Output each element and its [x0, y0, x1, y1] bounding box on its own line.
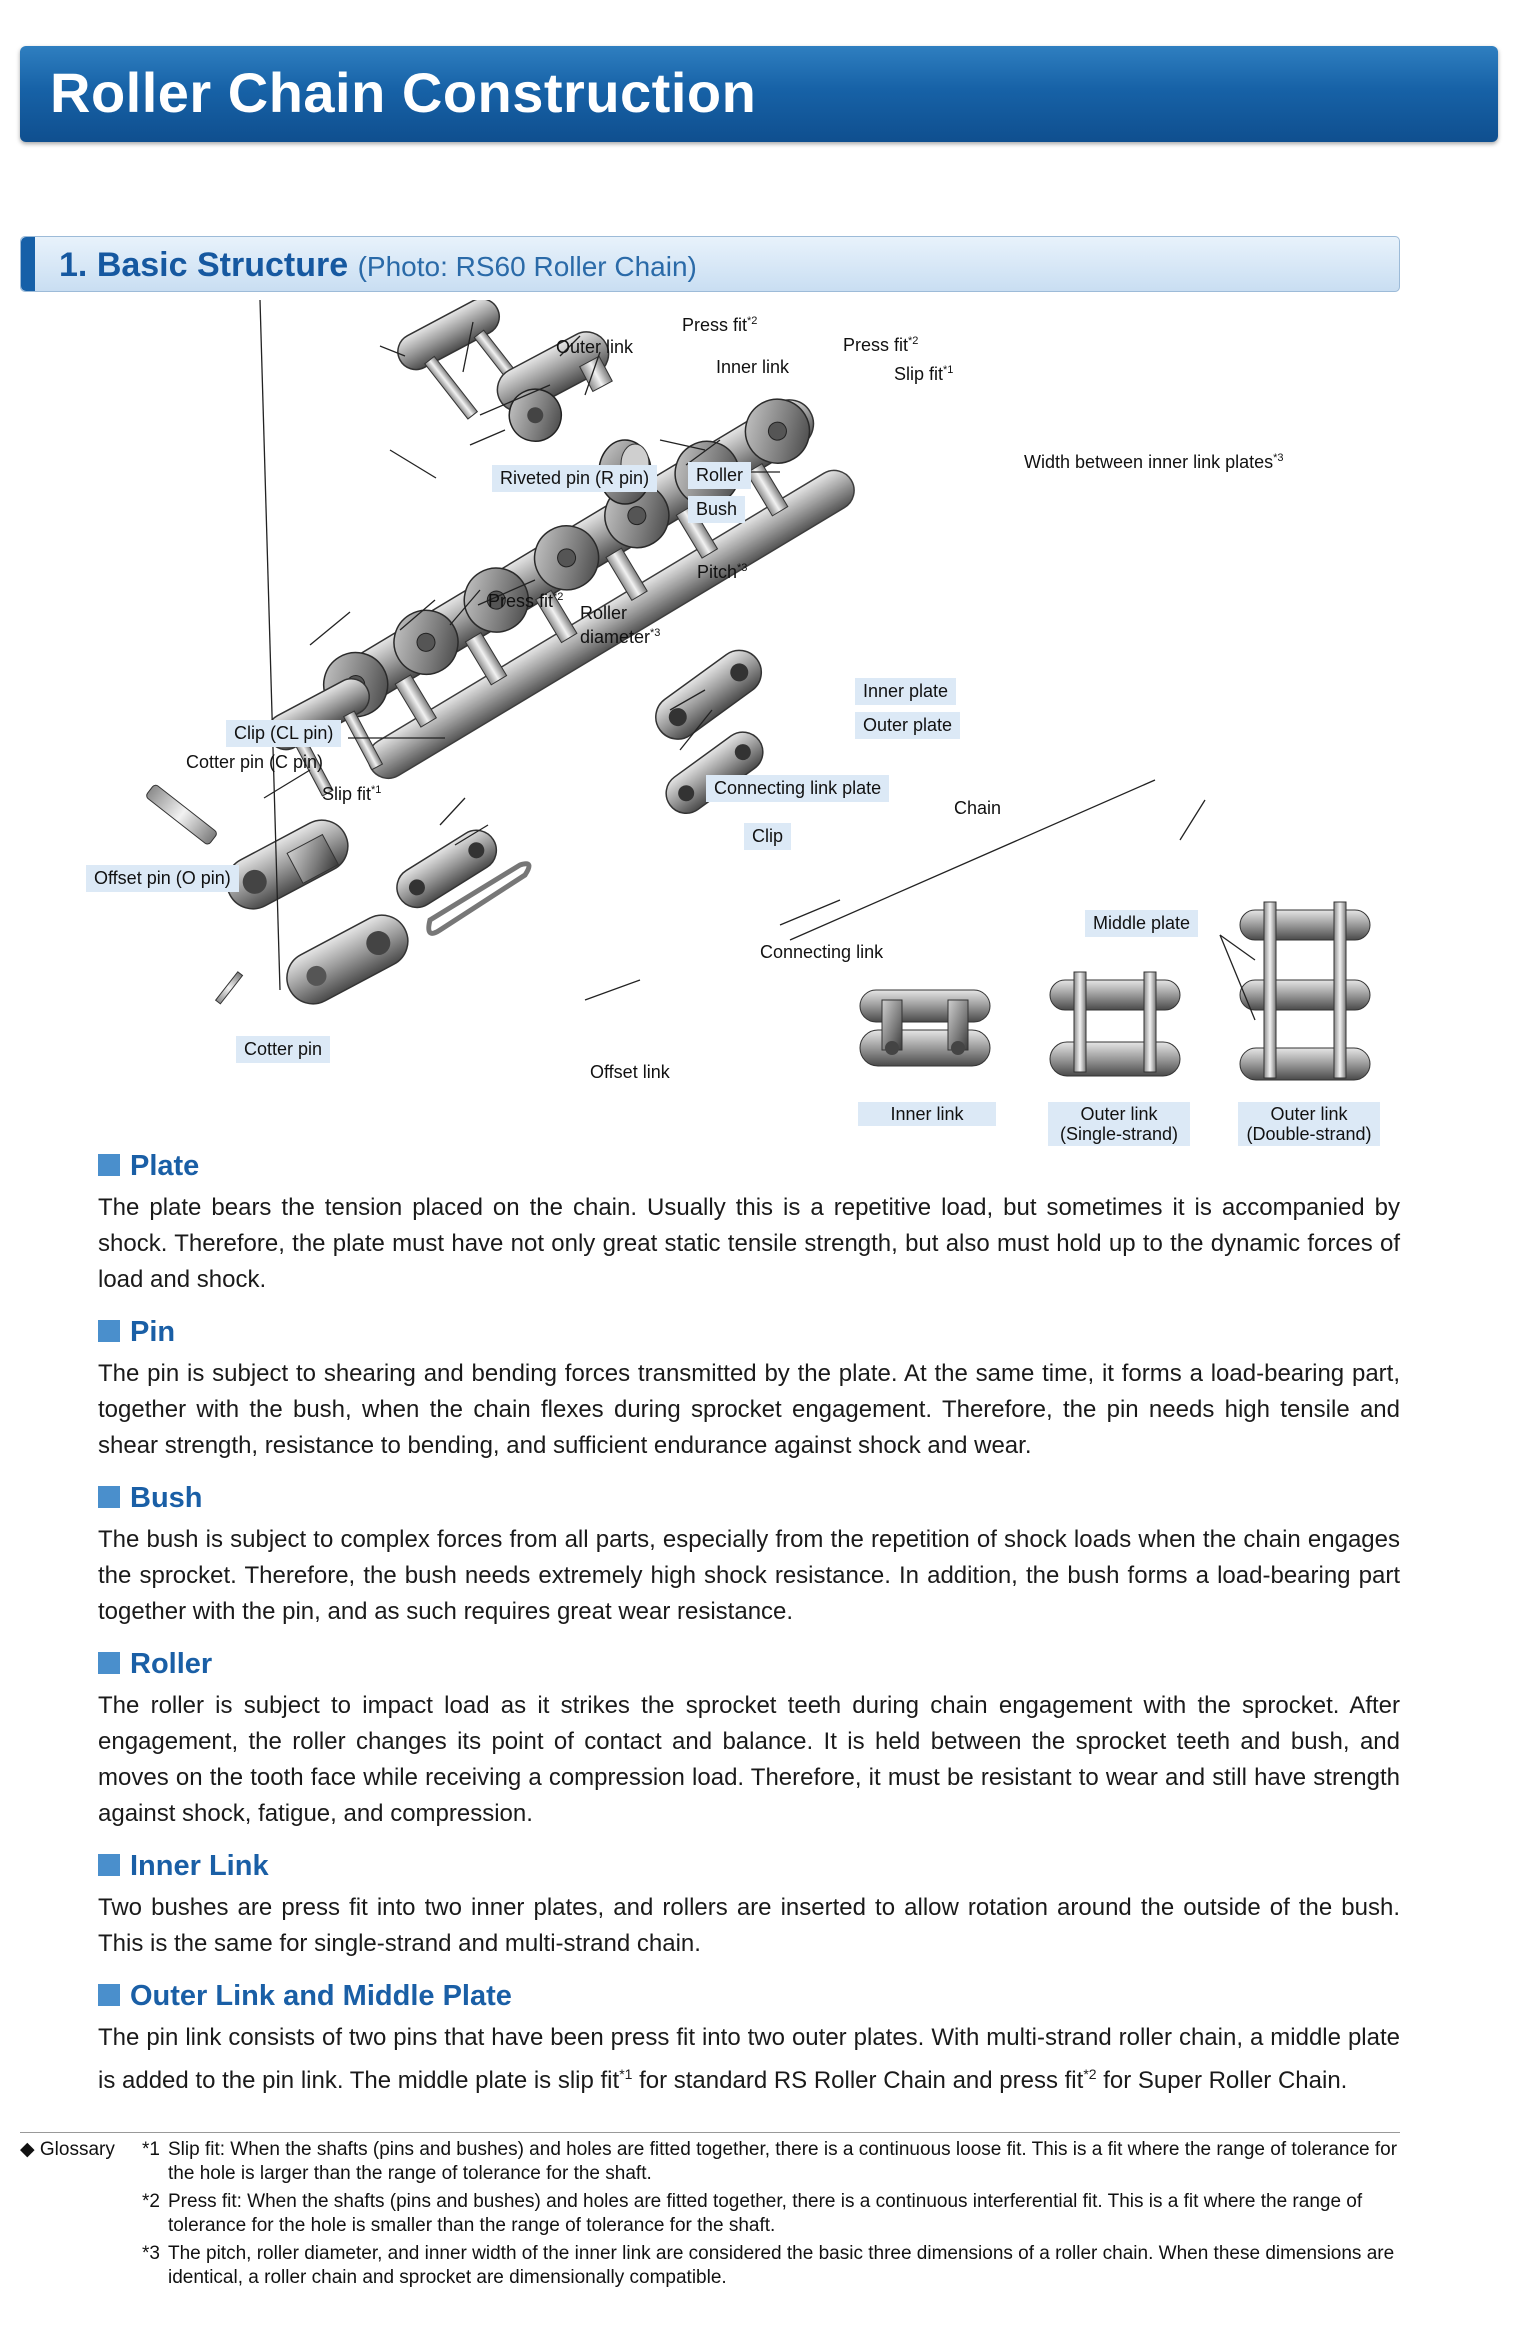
heading-roller: Roller	[98, 1648, 212, 1681]
caption-inner-link: Inner link	[858, 1102, 996, 1126]
paragraph-bush: The bush is subject to complex forces fr…	[98, 1522, 1400, 1630]
paragraph-plate: The plate bears the tension placed on th…	[98, 1190, 1400, 1298]
label-offset-pin: Offset pin (O pin)	[86, 865, 239, 892]
bullet-square-icon	[98, 1486, 120, 1508]
label-press-fit-1: Press fit*2	[682, 315, 757, 336]
label-outer-plate: Outer plate	[855, 712, 960, 739]
inner-link-photo	[860, 990, 990, 1066]
glossary-heading: ◆ Glossary	[20, 2138, 115, 2162]
heading-inner-link: Inner Link	[98, 1850, 269, 1883]
heading-plate: Plate	[98, 1150, 199, 1183]
paragraph-roller: The roller is subject to impact load as …	[98, 1688, 1400, 1832]
label-bush: Bush	[688, 496, 745, 523]
label-chain: Chain	[954, 798, 1001, 819]
label-cotter-pin-c: Cotter pin (C pin)	[186, 752, 323, 773]
cotter-pin-part	[216, 972, 243, 1004]
paragraph-inner-link: Two bushes are press fit into two inner …	[98, 1890, 1400, 1962]
outer-link-single-photo	[1050, 972, 1180, 1076]
label-slip-fit-1: Slip fit*1	[894, 364, 953, 385]
chain-diagram: Outer link Press fit*2 Inner link Press …	[80, 300, 1420, 1160]
label-width-between: Width between inner link plates*3	[1024, 452, 1284, 473]
inner-plate-part	[647, 642, 770, 748]
section-header: 1. Basic Structure (Photo: RS60 Roller C…	[20, 236, 1400, 292]
bullet-square-icon	[98, 1652, 120, 1674]
heading-bush: Bush	[98, 1482, 203, 1515]
caption-outer-link-single: Outer link(Single-strand)	[1048, 1102, 1190, 1146]
heading-outer-link-middle-plate: Outer Link and Middle Plate	[98, 1980, 512, 2013]
offset-pin-part	[145, 784, 218, 846]
label-slip-fit-2: Slip fit*1	[322, 784, 381, 805]
paragraph-pin: The pin is subject to shearing and bendi…	[98, 1356, 1400, 1464]
section-number: 1.	[59, 246, 87, 284]
label-outer-link: Outer link	[556, 337, 633, 358]
paragraph-outer-link-middle-plate: The pin link consists of two pins that h…	[98, 2020, 1400, 2099]
label-riveted-pin: Riveted pin (R pin)	[492, 465, 657, 492]
glossary-divider	[20, 2132, 1400, 2133]
bullet-square-icon	[98, 1854, 120, 1876]
label-press-fit-2: Press fit*2	[843, 335, 918, 356]
main-chain	[312, 384, 862, 787]
label-connecting-link: Connecting link	[760, 942, 883, 963]
bullet-square-icon	[98, 1154, 120, 1176]
outer-link-double-photo	[1240, 902, 1370, 1080]
section-subtitle: (Photo: RS60 Roller Chain)	[358, 251, 697, 282]
label-pitch: Pitch*3	[697, 562, 747, 583]
label-cotter-pin: Cotter pin	[236, 1036, 330, 1063]
label-inner-link: Inner link	[716, 357, 789, 378]
page-title: Roller Chain Construction	[50, 60, 756, 125]
title-bar: Roller Chain Construction	[20, 46, 1498, 142]
label-offset-link: Offset link	[590, 1062, 670, 1083]
label-connecting-link-plate: Connecting link plate	[706, 775, 889, 802]
label-middle-plate: Middle plate	[1085, 910, 1198, 937]
label-press-fit-3: Press fit*2	[488, 591, 563, 612]
bullet-square-icon	[98, 1984, 120, 2006]
section-heading: Basic Structure	[97, 246, 348, 284]
section-accent	[21, 237, 35, 291]
section-title: 1. Basic Structure (Photo: RS60 Roller C…	[59, 246, 697, 285]
label-clip: Clip	[744, 823, 791, 850]
label-clip-cl-pin: Clip (CL pin)	[226, 720, 341, 747]
label-inner-plate: Inner plate	[855, 678, 956, 705]
label-roller: Roller	[688, 462, 751, 489]
bullet-square-icon	[98, 1320, 120, 1342]
caption-outer-link-double: Outer link(Double-strand)	[1238, 1102, 1380, 1146]
offset-link-part	[218, 811, 417, 1013]
heading-pin: Pin	[98, 1316, 175, 1349]
